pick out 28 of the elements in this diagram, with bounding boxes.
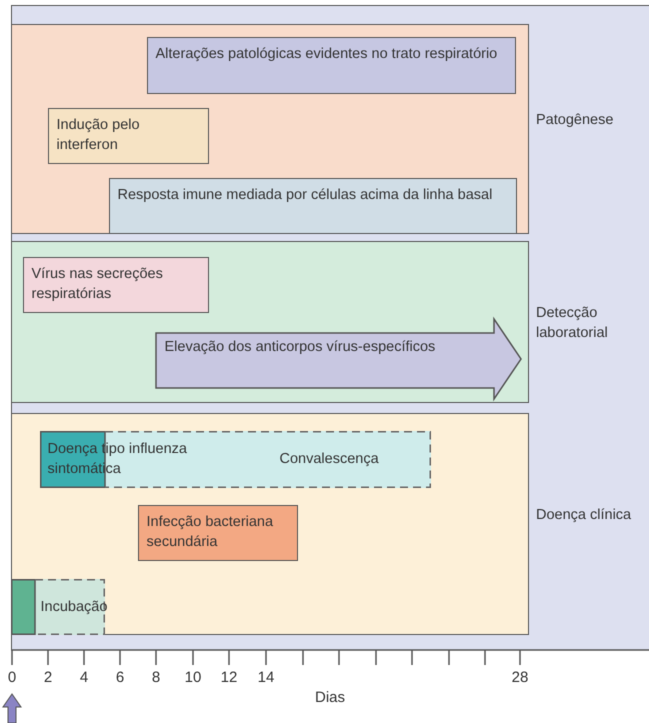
bar-label: Infecção bacteriana secundária [146, 512, 274, 552]
tick-label: 28 [512, 668, 528, 688]
bar [22, 256, 208, 312]
tick-label: 0 [8, 668, 16, 688]
tick-label: 6 [116, 668, 124, 688]
arrow-bar [154, 318, 522, 400]
bar-label: Elevação dos anticorpos vírus-específicos [164, 338, 436, 356]
tick-label: 8 [152, 668, 160, 688]
bar [108, 178, 516, 234]
tick-label: 12 [220, 668, 238, 688]
bar-label: Incubação [40, 598, 108, 616]
bar-label: Convalescença [280, 450, 379, 468]
phase-label: Detecção laboratorial [536, 304, 609, 343]
bar-label: Indução pelo interferon [56, 116, 141, 154]
phase-label: Doença clínica [536, 506, 632, 525]
bar [146, 36, 516, 94]
bar-label: Alterações patológicas evidentes no trato respiratório [156, 44, 498, 64]
bar [48, 108, 208, 164]
bar-label: Vírus nas secreções respiratórias [32, 264, 164, 304]
bar [138, 504, 298, 560]
tick-label: 2 [44, 668, 52, 688]
bar [40, 430, 430, 488]
tick-label: 4 [80, 668, 88, 688]
phase-label: Patogênese [536, 111, 614, 130]
axis-title: Dias [315, 688, 346, 708]
bar-label: Resposta imune mediada por células acima da linha basal [118, 186, 494, 204]
tick-label: 14 [258, 668, 274, 688]
tick-label: 10 [184, 668, 202, 688]
